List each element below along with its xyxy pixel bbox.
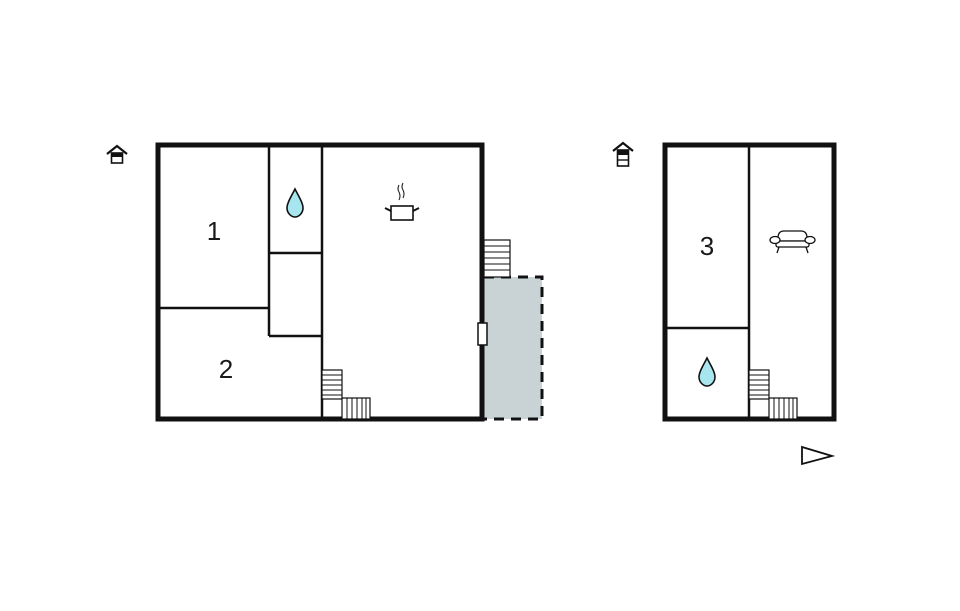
water-drop-icon <box>698 356 716 387</box>
water-drop-icon <box>286 187 304 218</box>
floor-level-upper-icon <box>612 141 634 167</box>
exterior-steps-icon <box>483 239 511 278</box>
stairs-icon <box>321 369 371 420</box>
ground-floor-outer-wall <box>155 142 485 422</box>
room-label: 1 <box>207 216 221 246</box>
floor-level-ground-icon <box>106 144 128 164</box>
upper-floor: 3 <box>612 141 837 422</box>
stairs-icon <box>748 369 798 420</box>
room-bedroom-1: 1 <box>207 216 221 246</box>
door-icon <box>477 322 488 346</box>
room-bedroom-3: 3 <box>700 231 714 261</box>
room-bedroom-2: 2 <box>219 354 233 384</box>
ground-floor: 1 2 <box>106 142 544 422</box>
room-label: 2 <box>219 354 233 384</box>
sofa-icon <box>769 230 816 254</box>
terrace <box>484 275 544 421</box>
room-label: 3 <box>700 231 714 261</box>
cooking-pot-icon <box>384 182 420 221</box>
north-arrow-icon <box>801 445 836 466</box>
